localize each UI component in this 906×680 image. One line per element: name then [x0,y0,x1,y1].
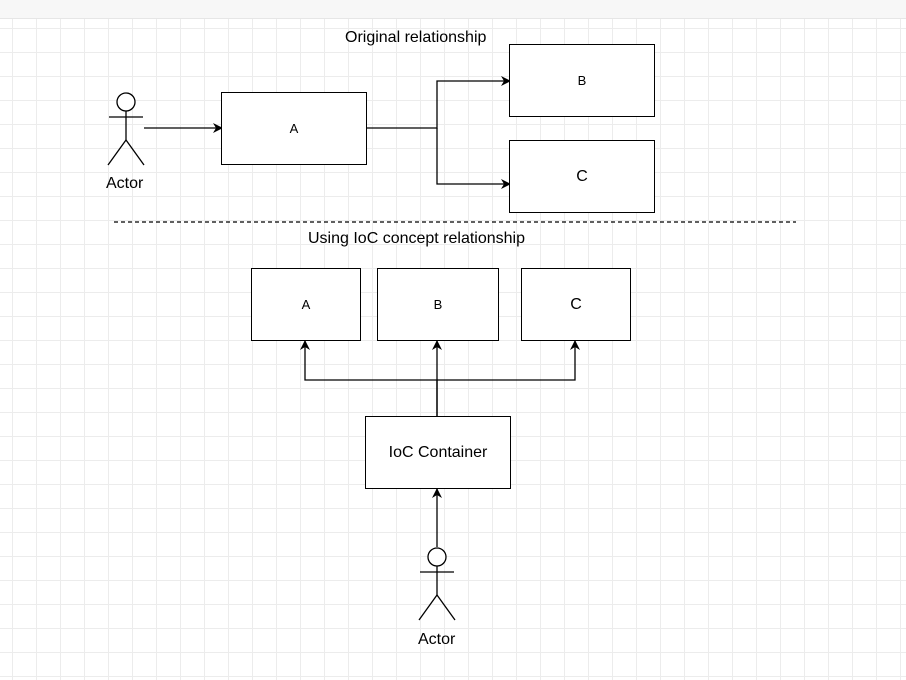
bottom-box-c-label: C [570,295,582,313]
connector-a-to-b[interactable] [366,76,511,129]
canvas-top-bar [0,0,906,19]
bottom-box-b-label: B [433,297,443,312]
bottom-box-b[interactable]: B [377,268,499,341]
top-section-title: Original relationship [345,29,487,46]
bottom-actor-figure[interactable] [418,547,456,621]
top-box-b[interactable]: B [509,44,655,117]
top-box-a[interactable]: A [221,92,367,165]
bottom-box-a[interactable]: A [251,268,361,341]
connector-container-to-a[interactable] [300,340,438,416]
bottom-box-a-label: A [301,297,311,312]
connector-a-to-c[interactable] [436,128,511,189]
top-box-c[interactable]: C [509,140,655,213]
top-actor-label: Actor [106,175,144,192]
bottom-actor-label: Actor [418,631,456,648]
ioc-container-label: IoC Container [388,443,488,461]
top-actor-figure[interactable] [107,92,145,166]
top-box-c-label: C [576,167,588,185]
top-box-b-label: B [577,73,587,88]
bottom-section-title: Using IoC concept relationship [308,230,526,247]
bottom-box-c[interactable]: C [521,268,631,341]
ioc-container-box[interactable]: IoC Container [365,416,511,489]
top-box-a-label: A [289,121,299,136]
connector-container-to-c[interactable] [437,340,580,381]
